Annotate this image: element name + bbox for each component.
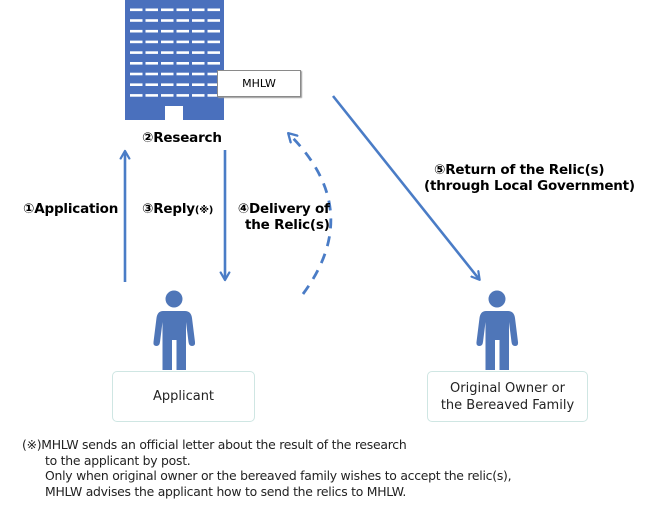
footnote: (※)MHLW sends an official letter about t… — [22, 437, 512, 499]
building-window — [161, 51, 174, 54]
building-window — [161, 83, 174, 86]
building-window — [161, 8, 174, 12]
building-window — [130, 8, 143, 12]
building-window — [161, 40, 174, 44]
building-window — [161, 19, 174, 22]
building-window — [145, 62, 158, 65]
delivery-step-line2: the Relic(s) — [245, 217, 330, 233]
building-window — [192, 51, 205, 54]
building-window — [130, 94, 143, 97]
applicant-box: Applicant — [112, 371, 255, 422]
research-step-label: ②Research — [142, 130, 222, 146]
reply-step-text: ③Reply — [142, 201, 195, 217]
owner-label-line1: Original Owner or — [450, 380, 565, 396]
building-window — [192, 94, 205, 97]
building-window — [145, 8, 158, 12]
building-window — [145, 19, 158, 22]
building-window — [176, 62, 189, 65]
mhlw-label-box: MHLW — [217, 70, 301, 97]
building-window — [207, 40, 220, 44]
building-window — [176, 83, 189, 86]
building-window — [207, 29, 220, 33]
building-door — [165, 106, 183, 120]
return-step-line2: (through Local Government) — [424, 178, 635, 194]
building-window — [145, 94, 158, 97]
building-window — [161, 62, 174, 65]
building-window — [130, 83, 143, 86]
building-window — [192, 72, 205, 76]
building-window — [130, 19, 143, 22]
owner-label-line2: the Bereaved Family — [440, 397, 575, 413]
footnote-line1: (※)MHLW sends an official letter about t… — [22, 437, 407, 452]
building-window — [192, 19, 205, 22]
delivery-dashed-arrow — [286, 131, 333, 295]
building-window — [192, 62, 205, 65]
building-window — [207, 51, 220, 54]
building-window — [192, 29, 205, 33]
building-window — [176, 51, 189, 54]
building-window — [192, 40, 205, 44]
footnote-line4: MHLW advises the applicant how to send t… — [45, 483, 407, 499]
footnote-line3: Only when original owner or the bereaved… — [45, 468, 512, 483]
building-window — [192, 8, 205, 12]
building-window — [161, 72, 174, 76]
building-windows — [130, 8, 220, 97]
building-window — [130, 40, 143, 44]
building-window — [176, 29, 189, 33]
mhlw-label: MHLW — [242, 77, 276, 90]
building-window — [145, 29, 158, 33]
building-window — [207, 62, 220, 65]
building-window — [207, 19, 220, 22]
return-step-line1: ⑤Return of the Relic(s) — [434, 162, 605, 178]
building-window — [130, 51, 143, 54]
building-window — [130, 72, 143, 76]
owner-person-icon — [476, 290, 519, 370]
building-window — [207, 94, 220, 97]
building-window — [176, 8, 189, 12]
building-window — [176, 40, 189, 44]
building-window — [176, 94, 189, 97]
building-window — [145, 83, 158, 86]
delivery-step-line1: ④Delivery of — [237, 201, 330, 217]
footnote-line2: to the applicant by post. — [45, 452, 191, 468]
applicant-label: Applicant — [152, 389, 215, 404]
applicant-person-icon — [153, 290, 196, 370]
application-step-label: ①Application — [23, 201, 119, 217]
return-step-label: ⑤Return of the Relic(s) (through Local G… — [424, 162, 635, 194]
return-arrow — [331, 95, 481, 281]
reply-note-mark: (※) — [194, 205, 214, 216]
office-building-icon — [125, 0, 224, 120]
building-window — [130, 62, 143, 65]
building-window — [130, 29, 143, 33]
building-window — [145, 40, 158, 44]
building-window — [176, 19, 189, 22]
building-window — [207, 8, 220, 12]
reply-step-label: ③Reply(※) — [142, 201, 213, 219]
building-window — [207, 72, 220, 76]
building-window — [192, 83, 205, 86]
owner-box: Original Owner or the Bereaved Family — [427, 371, 588, 422]
building-window — [161, 94, 174, 97]
building-window — [176, 72, 189, 76]
building-window — [145, 51, 158, 54]
delivery-step-label: ④Delivery of the Relic(s) — [237, 201, 330, 233]
building-window — [145, 72, 158, 76]
building-window — [161, 29, 174, 33]
building-window — [207, 83, 220, 86]
